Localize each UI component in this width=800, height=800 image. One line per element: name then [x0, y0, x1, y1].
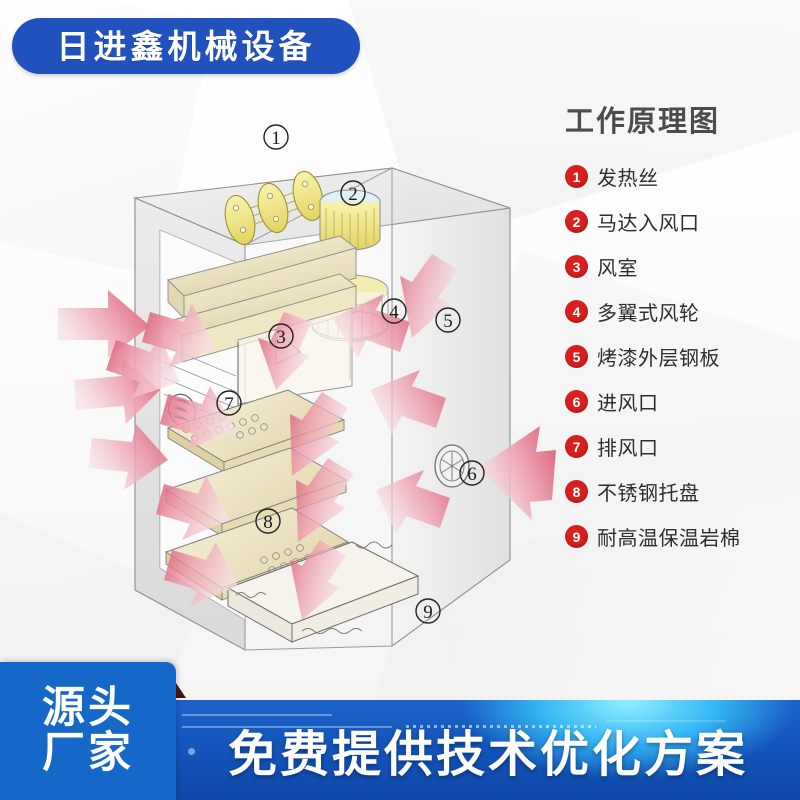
- legend-bullet-9: 9: [565, 525, 588, 548]
- legend-bullet-6: 6: [565, 390, 588, 413]
- legend-item-3: 3 风室: [565, 253, 797, 280]
- diagram-callouts: 1 2 3 4 5 6 7 8 9: [216, 124, 485, 624]
- legend-bullet-1: 1: [565, 165, 588, 188]
- svg-text:1: 1: [271, 128, 281, 149]
- legend-label-3: 风室: [597, 258, 638, 280]
- intake-arrow-outward: [478, 426, 556, 520]
- source-factory-line1: 源头: [42, 684, 134, 733]
- callout-8: 8: [255, 508, 281, 534]
- legend-bullet-2: 2: [565, 210, 588, 233]
- legend-label-9: 耐高温保温岩棉: [597, 528, 741, 550]
- legend-label-6: 进风口: [597, 393, 659, 415]
- legend-label-2: 马达入风口: [597, 213, 700, 235]
- legend-bullet-7: 7: [565, 435, 588, 458]
- legend-bullet-3: 3: [565, 255, 588, 278]
- legend-label-5: 烤漆外层钢板: [597, 348, 720, 370]
- legend-item-1: 1 发热丝: [565, 163, 797, 190]
- legend-item-2: 2 马达入风口: [565, 208, 797, 235]
- legend-bullet-4: 4: [565, 300, 588, 323]
- legend-label-1: 发热丝: [597, 168, 659, 190]
- callout-1: 1: [263, 124, 289, 150]
- legend-bullet-8: 8: [565, 480, 588, 503]
- source-factory-line2: 厂家: [42, 729, 134, 777]
- promo-banner-text: 免费提供技术优化方案: [227, 727, 748, 782]
- legend-item-8: 8 不锈钢托盘: [565, 478, 797, 505]
- callout-4: 4: [381, 298, 407, 324]
- svg-text:7: 7: [224, 394, 234, 415]
- svg-text:9: 9: [423, 602, 433, 623]
- source-factory-text: 源头 厂家: [42, 686, 134, 775]
- callout-5: 5: [435, 307, 461, 333]
- callout-2: 2: [340, 180, 366, 206]
- svg-text:3: 3: [276, 327, 286, 348]
- svg-text:8: 8: [263, 512, 273, 533]
- legend-bullet-5: 5: [565, 345, 588, 368]
- svg-text:4: 4: [389, 302, 399, 323]
- callout-3: 3: [268, 323, 294, 349]
- legend-title: 工作原理图: [565, 106, 721, 138]
- airflow-arrows: [58, 254, 458, 620]
- legend-label-7: 排风口: [597, 438, 659, 460]
- air-chamber: [164, 235, 358, 408]
- callout-6: 6: [459, 460, 485, 486]
- source-factory-tab: 源头 厂家: [0, 662, 176, 800]
- working-principle-illustration: 1 2 3 4 5 6 7 8 9: [40, 90, 560, 660]
- air-intake-grille: [434, 444, 470, 488]
- legend-panel: 工作原理图 1 发热丝 2 马达入风口 3 风室 4 多翼式风轮 5 烤漆外层钢板 6 进风口 7 排风口…: [565, 108, 797, 568]
- company-name: 日进鑫机械设备: [56, 27, 316, 65]
- legend-list: 1 发热丝 2 马达入风口 3 风室 4 多翼式风轮 5 烤漆外层钢板 6 进风口 7 排风口 8 不锈钢托盘…: [565, 163, 797, 550]
- heating-coil-assembly: [224, 170, 324, 246]
- legend-item-9: 9 耐高温保温岩棉: [565, 523, 797, 550]
- legend-item-7: 7 排风口: [565, 433, 797, 460]
- callout-7: 7: [216, 390, 242, 416]
- svg-text:5: 5: [443, 311, 453, 332]
- legend-item-6: 6 进风口: [565, 388, 797, 415]
- company-logo-badge: 日进鑫机械设备: [12, 18, 360, 74]
- callout-9: 9: [415, 598, 441, 624]
- svg-text:2: 2: [348, 184, 358, 205]
- legend-label-4: 多翼式风轮: [597, 303, 700, 325]
- promo-banner: 免费提供技术优化方案: [176, 700, 800, 800]
- legend-item-4: 4 多翼式风轮: [565, 298, 797, 325]
- svg-text:6: 6: [467, 464, 477, 485]
- legend-label-8: 不锈钢托盘: [597, 483, 700, 505]
- legend-item-5: 5 烤漆外层钢板: [565, 343, 797, 370]
